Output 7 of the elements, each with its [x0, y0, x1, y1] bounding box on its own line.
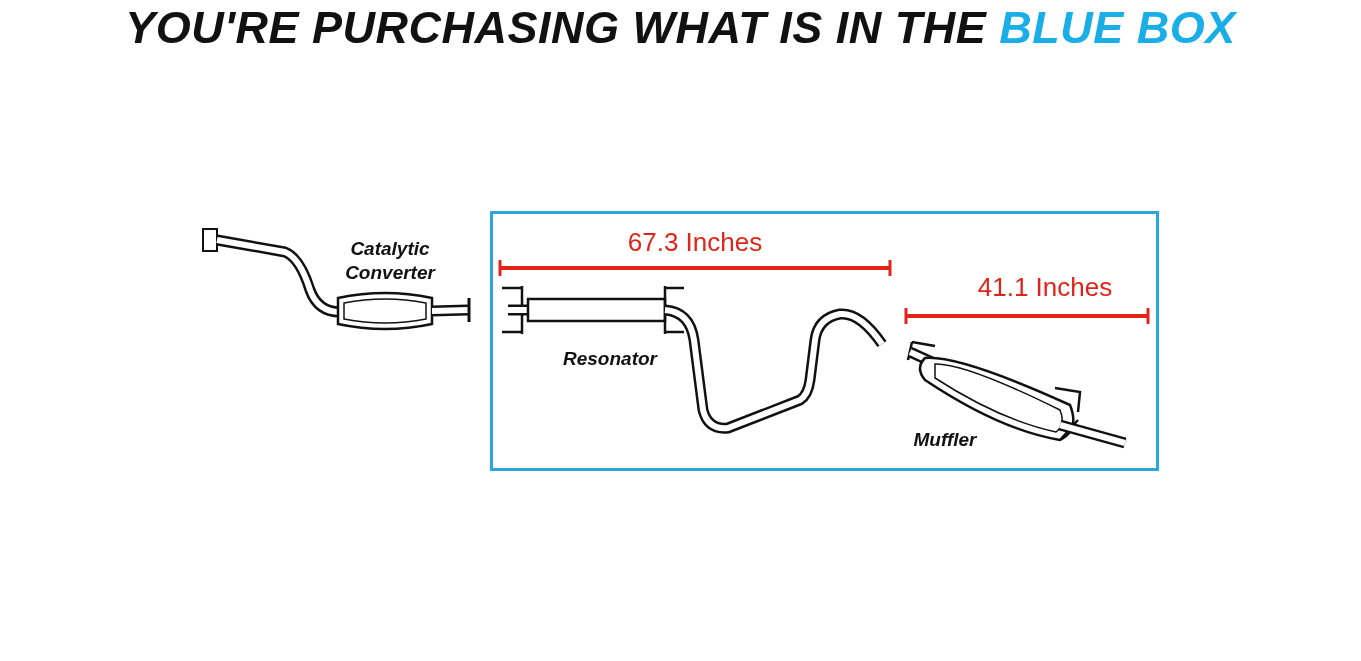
page-title: YOU'RE PURCHASING WHAT IS IN THE BLUE BOX [124, 2, 1238, 54]
outline-frame [490, 211, 1159, 471]
part-label: Catalytic Converter [344, 237, 437, 285]
dimension-label: 67.3 Inches [626, 226, 764, 259]
part-label: Muffler [912, 428, 978, 452]
part-label: Resonator [562, 347, 659, 371]
dimension-label: 41.1 Inches [976, 271, 1114, 304]
